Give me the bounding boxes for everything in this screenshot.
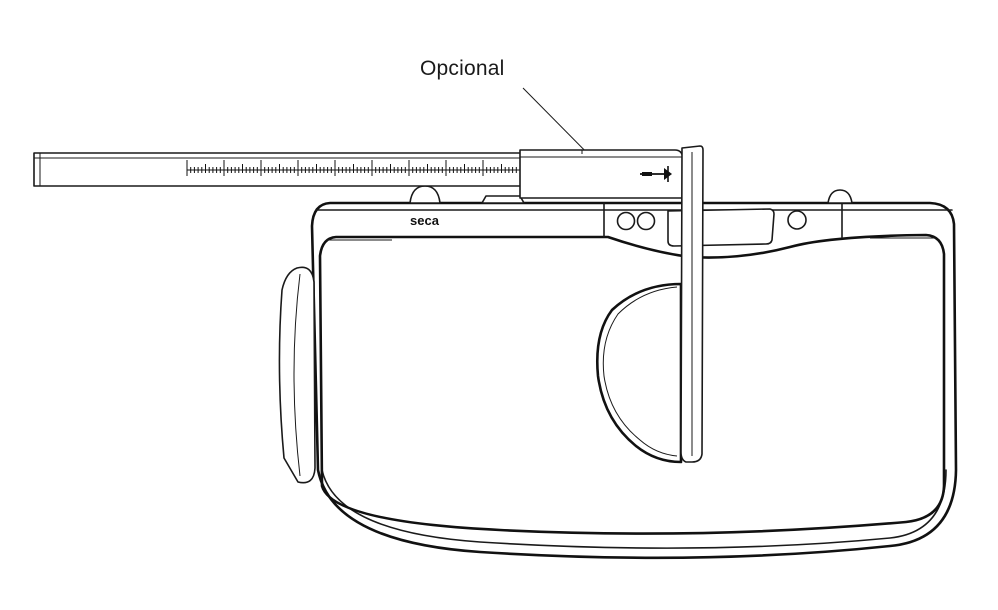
carriage-arrow-icon <box>640 166 672 182</box>
rear-knob-right <box>827 189 853 204</box>
control-button-1 <box>616 211 636 231</box>
rod-scale-ticks <box>186 160 521 176</box>
half-disc-inner <box>602 286 678 457</box>
half-disc-stop <box>596 282 683 464</box>
brand-label: seca <box>410 213 440 228</box>
measuring-rod <box>33 145 704 463</box>
rear-knob-left <box>409 185 441 204</box>
scale-body: seca <box>278 201 958 560</box>
scale-outer-shell <box>310 201 958 560</box>
scale-tray <box>318 233 946 535</box>
side-handle-inner <box>293 273 301 477</box>
scale-inner-rim <box>321 469 947 549</box>
side-handle <box>278 266 316 484</box>
rear-bracket <box>481 195 525 204</box>
control-button-3 <box>787 210 807 230</box>
control-button-2 <box>636 211 656 231</box>
callout-label-optional: Opcional <box>420 57 505 80</box>
